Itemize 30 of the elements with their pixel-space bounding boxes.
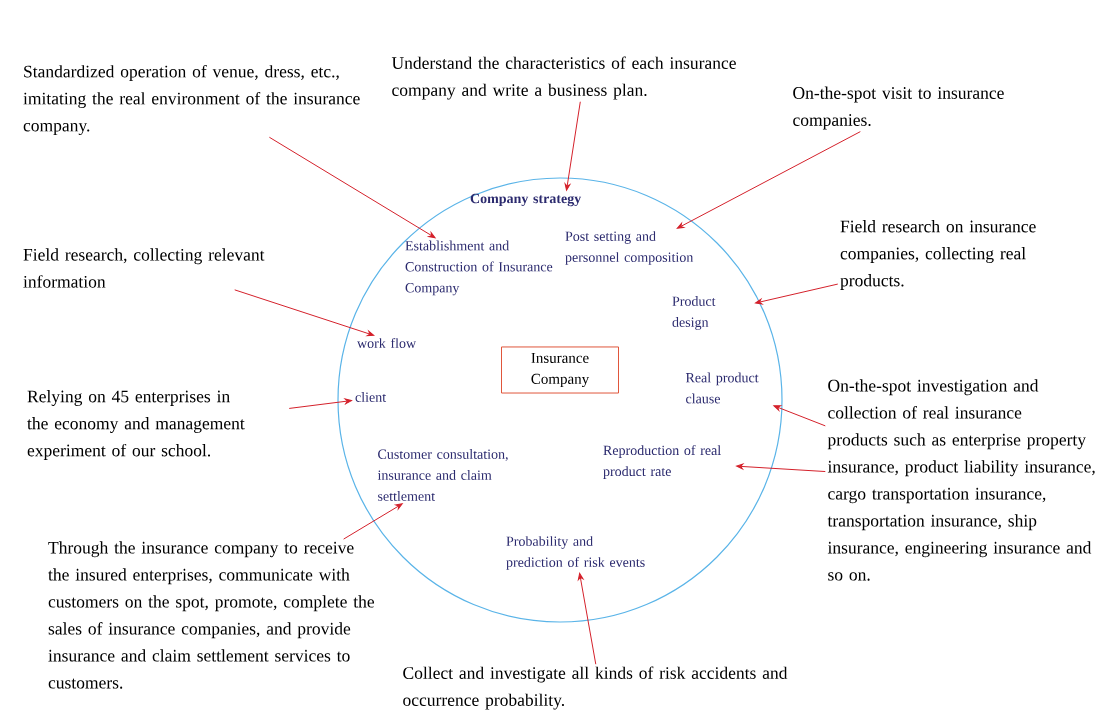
arrow [736,463,826,473]
arrow [288,398,352,409]
note-text: Through the insurance company to receive the insured enterprises, communicate with customers on the spot, promote, complete the sales of insurance companies, and provide insurance and claim settlement services to customers. [48,541,374,689]
arrow [773,405,826,427]
note-text: Field research on insurance companies, collecting real products. [840,220,1036,290]
step-label: Probability and prediction of risk events [506,536,645,570]
note-text: On-the-spot investigation and collection of real insurance products such as enterprise property insurance, product liability insurance, cargo transportation insurance, transportation insurance, ship insurance, engineering insurance and so on. [827,379,1095,581]
step-label: Product design [672,296,716,330]
note-text: Standardized operation of venue, dress, etc., imitating the real environment of the insurance company. [23,64,360,136]
note-text: Collect and investigate all kinds of risk accidents and occurrence probability. [403,666,788,710]
step-label: Customer consultation, insurance and claim settlement [377,449,508,501]
step-label: Reproduction of real product rate [603,445,721,479]
arrow [577,572,597,665]
step-label: Company strategy [470,193,582,207]
step-label: Post setting and personnel composition [565,231,694,265]
arrow [676,131,861,229]
step-label: Real product clause [685,372,759,404]
note-text: Relying on 45 enterprises in the economy and management experiment of our school. [27,390,245,460]
process-box: Insurance Company [501,346,619,394]
arrow [268,136,436,239]
note-text: On-the-spot visit to insurance companies. [793,86,1004,130]
note-text: Understand the characteristics of each insurance company and write a business plan. [391,56,736,100]
step-label: work flow [357,338,417,348]
step-label: client [355,392,387,402]
arrow [564,101,581,191]
arrow [234,289,375,337]
arrow [343,503,403,540]
step-label: Establishment and Construction of Insurance Company [405,240,553,296]
arrow [755,283,839,305]
note-text: Field research, collecting relevant information [23,248,265,288]
